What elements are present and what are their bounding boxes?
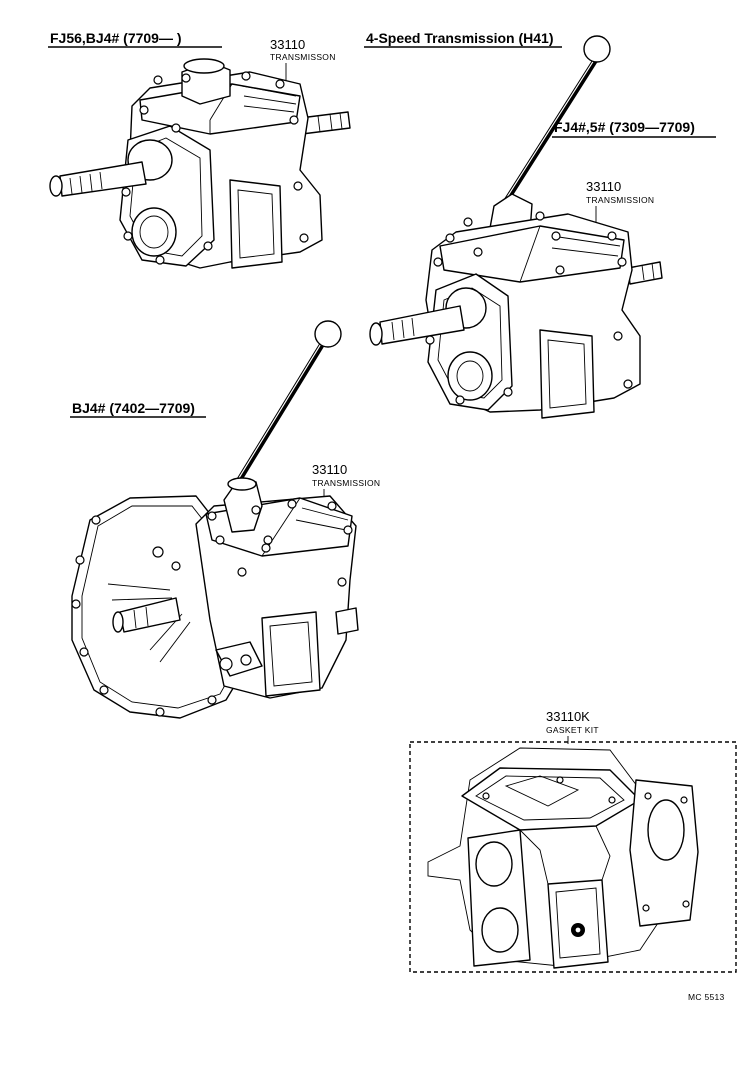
- gasket-number: 33110K: [546, 709, 590, 724]
- title-4-speed: 4-Speed Transmission (H41): [364, 30, 562, 48]
- gasket-kit-drawing: [409, 741, 737, 973]
- transmission-fj56-drawing: [49, 58, 351, 269]
- title-fj4-5-text: FJ4#,5# (7309—7709): [554, 119, 695, 135]
- part-b-name: TRANSMISSION: [586, 195, 654, 205]
- callout-part-a: 33110 TRANSMISSON: [270, 37, 336, 82]
- callout-part-b: 33110 TRANSMISSION: [586, 179, 654, 222]
- title-4-speed-text: 4-Speed Transmission (H41): [366, 30, 554, 46]
- drawing-code: MC 5513: [688, 992, 725, 1002]
- part-c-number: 33110: [312, 462, 347, 477]
- title-fj56-bj4: FJ56,BJ4# (7709— ): [48, 30, 222, 48]
- part-a-name: TRANSMISSON: [270, 52, 336, 62]
- title-bj4-text: BJ4# (7402—7709): [72, 400, 195, 416]
- title-fj4-5: FJ4#,5# (7309—7709): [552, 119, 716, 138]
- part-a-number: 33110: [270, 37, 305, 52]
- title-bj4: BJ4# (7402—7709): [70, 400, 206, 418]
- gasket-name: GASKET KIT: [546, 725, 599, 735]
- gasket-kit-frame: [409, 741, 737, 973]
- callout-gasket-kit: 33110K GASKET KIT: [546, 709, 599, 744]
- title-fj56-bj4-text: FJ56,BJ4# (7709— ): [50, 30, 182, 46]
- part-c-name: TRANSMISSION: [312, 478, 380, 488]
- transmission-bj4-drawing: [71, 320, 359, 719]
- transmission-fj45-drawing: [369, 35, 663, 419]
- part-b-number: 33110: [586, 179, 621, 194]
